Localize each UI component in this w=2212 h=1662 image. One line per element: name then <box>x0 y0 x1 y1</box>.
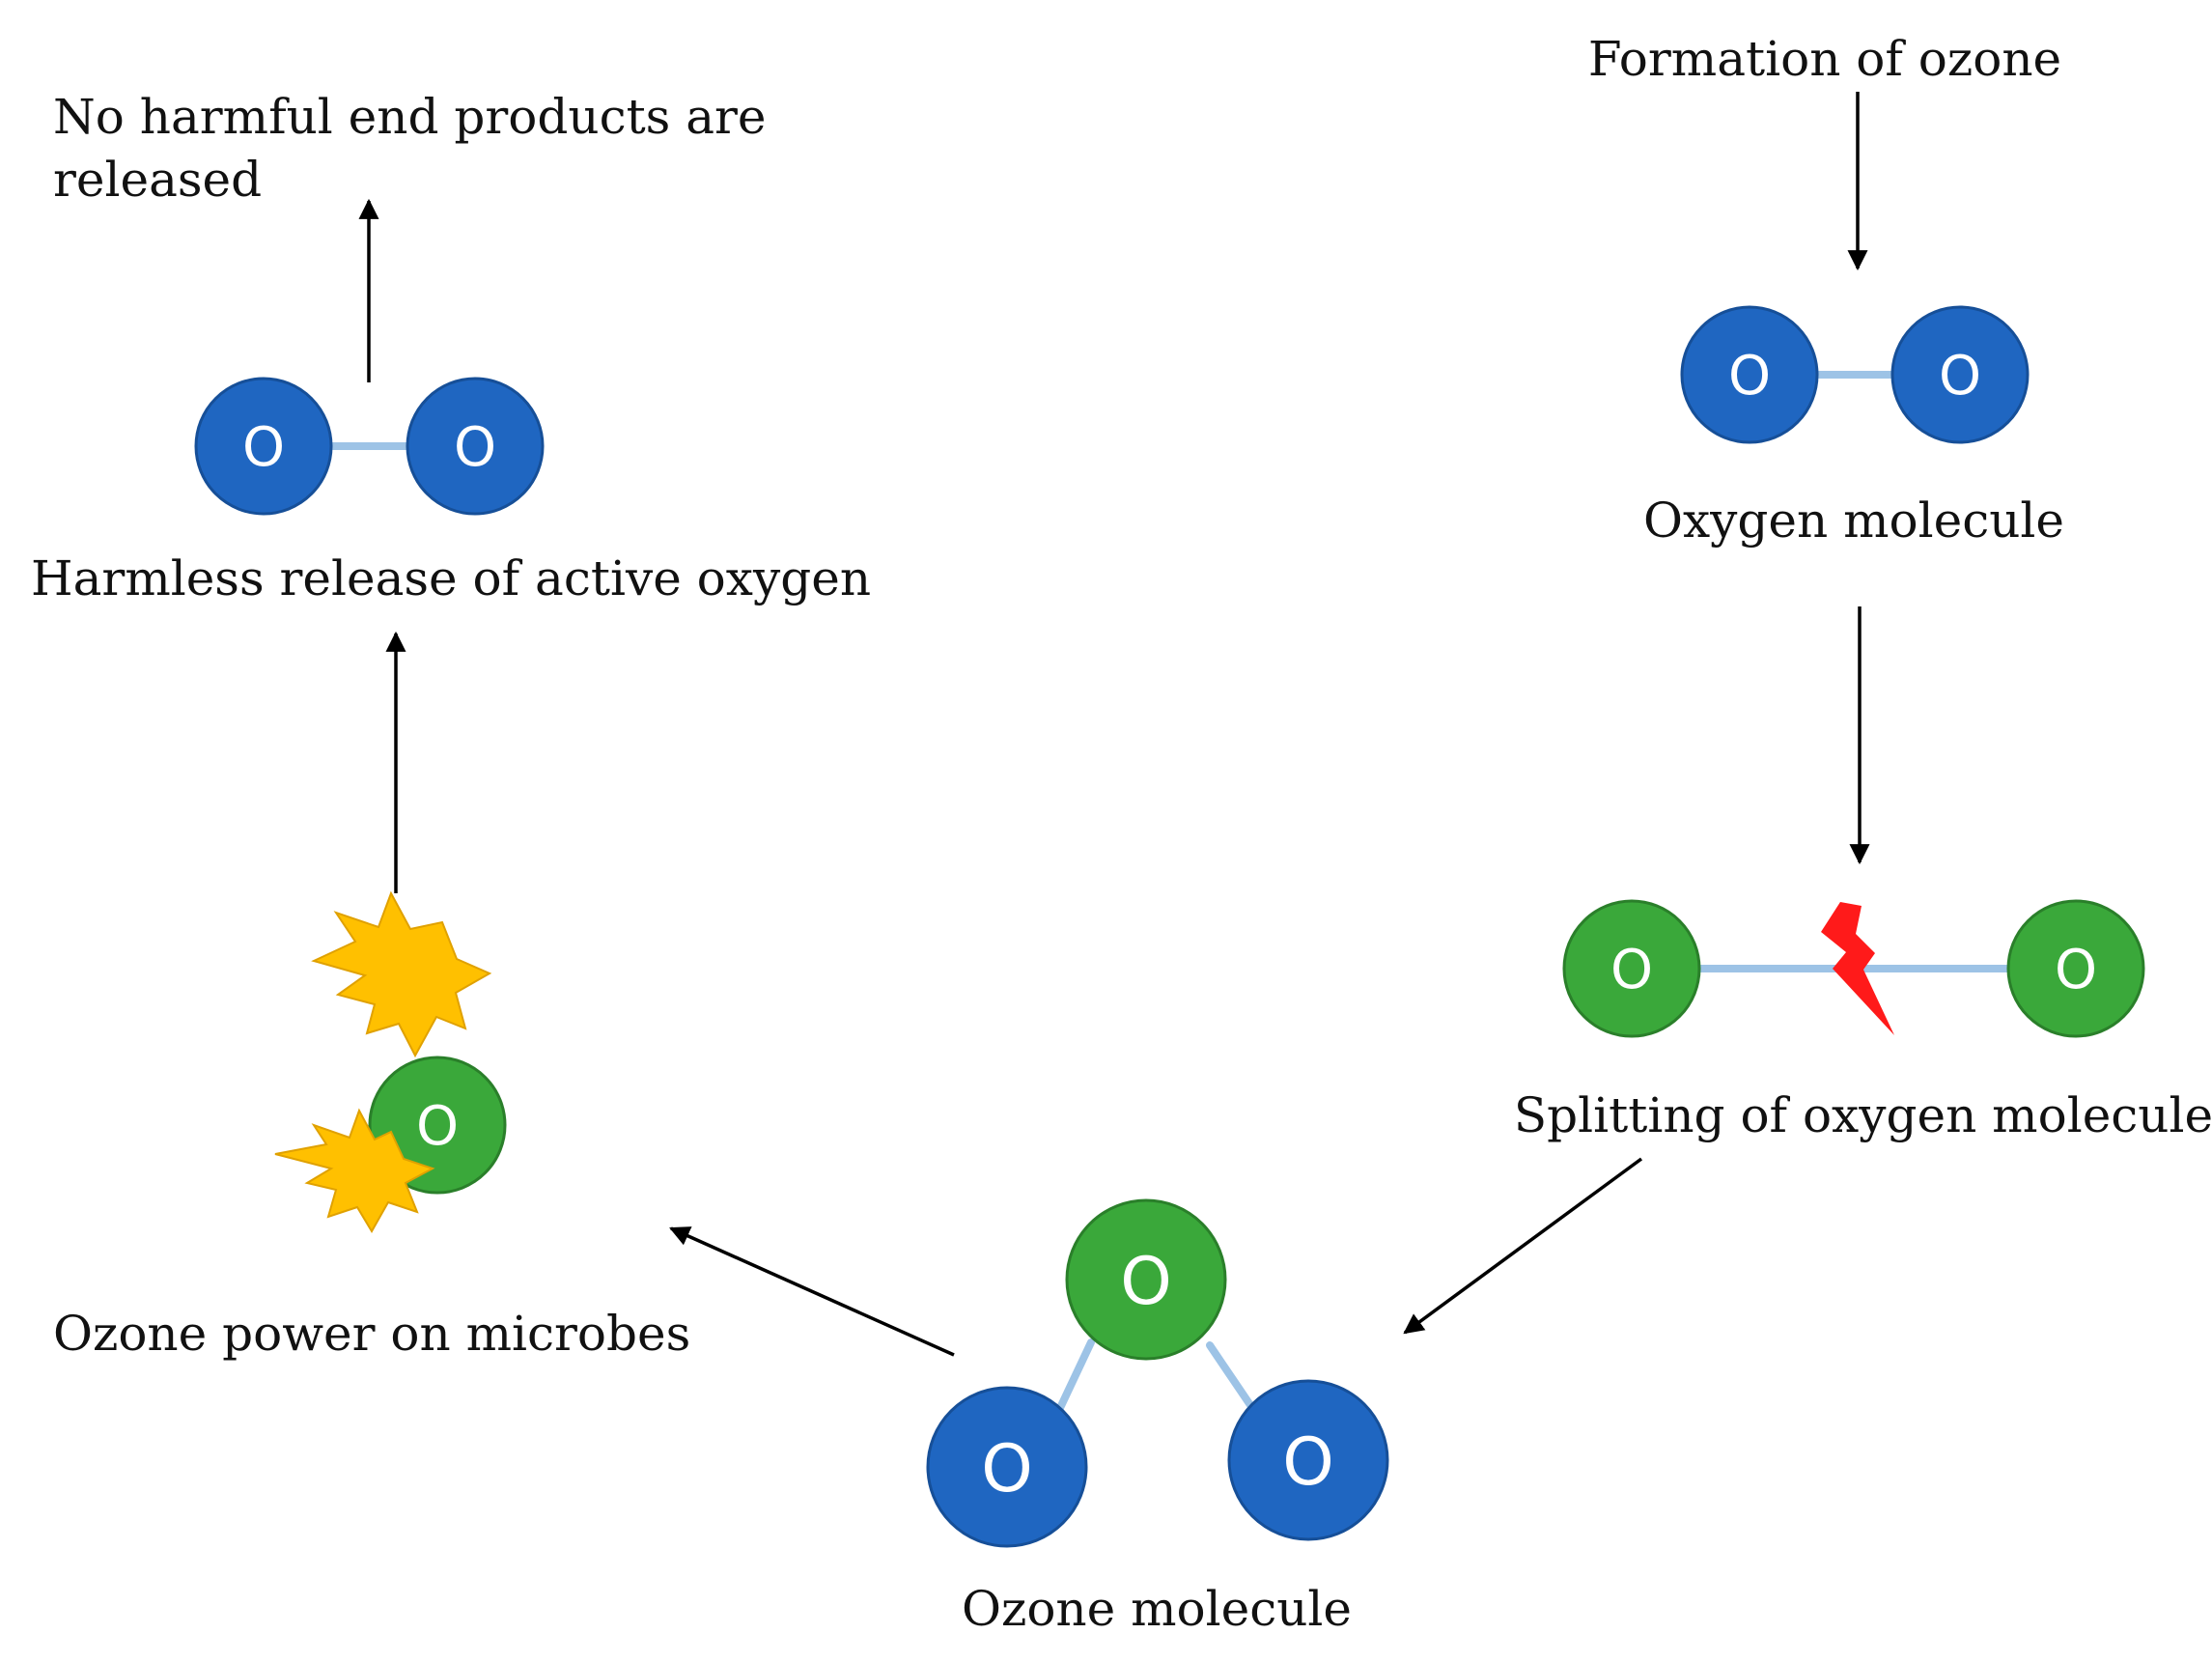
lightning-bolt-icon <box>1821 902 1894 1035</box>
ozone-microbe-attack: O <box>274 890 507 1233</box>
ozone-atom-top-label: O <box>1120 1244 1172 1320</box>
split-atom-left <box>1562 899 1701 1038</box>
released-atom-left-label: O <box>242 416 285 479</box>
arrow-splitting-to-ozone <box>1403 1157 1643 1335</box>
released-oxygen-molecule: O O <box>194 377 545 516</box>
ozone-atom-right <box>1227 1379 1389 1541</box>
ozone-bond-right <box>1206 1341 1254 1409</box>
ozone-molecule: O O O <box>926 1198 1389 1548</box>
starburst-icon <box>274 1108 435 1233</box>
ozone-atom-left-label: O <box>981 1431 1033 1507</box>
released-atom-right <box>406 377 545 516</box>
ozone-bond-left <box>1055 1338 1095 1414</box>
ozone-atom-top <box>1065 1198 1227 1361</box>
arrow-ozone-to-microbes <box>669 1226 955 1357</box>
oxygen-atom-right-label: O <box>1939 345 1981 408</box>
no-harmful-label-line1: No harmful end products are <box>53 89 767 145</box>
released-atom-left <box>194 377 333 516</box>
split-atom-right-label: O <box>2055 939 2097 1001</box>
split-atom-left-label: O <box>1610 939 1653 1001</box>
oxygen-molecule-label: Oxygen molecule <box>1643 493 2064 549</box>
formation-label: Formation of ozone <box>1588 31 2061 87</box>
ozone-molecule-label: Ozone molecule <box>962 1581 1352 1637</box>
oxygen-atom-left <box>1680 305 1819 444</box>
no-harmful-label-line2: released <box>53 152 262 208</box>
microbe-oxygen-atom-label: O <box>416 1095 459 1158</box>
oxygen-atom-left-label: O <box>1728 345 1771 408</box>
ozone-power-label: Ozone power on microbes <box>53 1306 690 1362</box>
harmless-release-label: Harmless release of active oxygen <box>31 550 871 606</box>
ozone-atom-right-label: O <box>1282 1424 1334 1501</box>
ozone-atom-left <box>926 1386 1088 1548</box>
split-oxygen-molecule: O O <box>1562 899 2145 1038</box>
oxygen-molecule: O O <box>1680 305 2030 444</box>
oxygen-atom-right <box>1890 305 2030 444</box>
split-atom-right <box>2006 899 2145 1038</box>
splitting-label: Splitting of oxygen molecule <box>1514 1087 2212 1143</box>
starburst-icon <box>311 890 492 1058</box>
released-atom-right-label: O <box>454 416 496 479</box>
